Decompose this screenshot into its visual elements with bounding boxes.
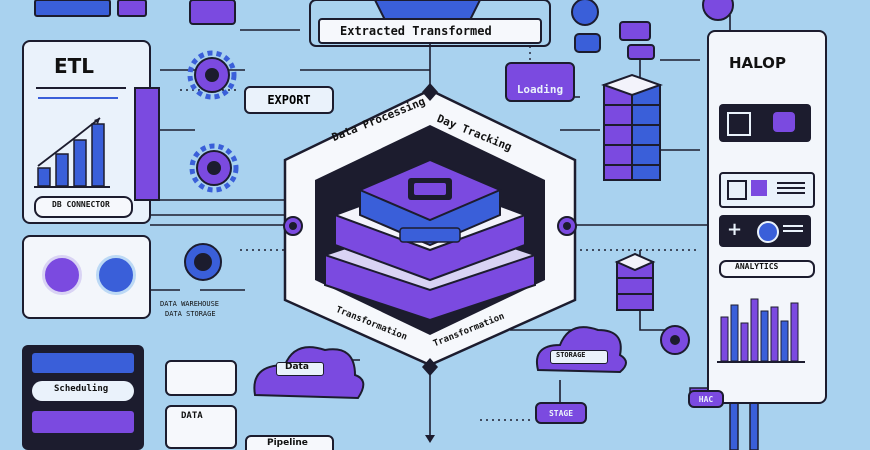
- etl-title: ETL: [54, 54, 95, 78]
- stage-tag-text: STAGE: [548, 408, 574, 418]
- caption-line-2: DATA STORAGE: [165, 310, 216, 318]
- pipeline-label: Pipeline: [267, 438, 308, 448]
- dual-icon-panel: [22, 235, 151, 319]
- scheduling-label: Scheduling: [54, 384, 109, 394]
- blue-dot-icon: [96, 255, 136, 295]
- export-button[interactable]: EXPORT: [244, 86, 334, 114]
- scheduling-pill: Scheduling: [32, 381, 134, 401]
- stage-tag: STAGE: [535, 402, 587, 424]
- cloud-right-text: STORAGE: [556, 351, 586, 359]
- caption-line-1: DATA WAREHOUSE: [160, 300, 220, 308]
- dial-icon: [757, 221, 779, 243]
- etl-rule-2: [38, 97, 118, 99]
- halop-list-widget: [719, 172, 815, 208]
- side-connector-nodes: [283, 216, 577, 236]
- loading-box: Loading: [505, 62, 575, 102]
- small-server: [614, 252, 656, 311]
- etl-footer-text: DB CONNECTOR: [52, 200, 110, 209]
- hac-tag: HAC: [688, 390, 724, 408]
- loading-text: Loading: [516, 83, 564, 96]
- cloud-right-tag: STORAGE: [550, 350, 608, 364]
- top-purple-box: [189, 0, 236, 25]
- halop-row-pill: ANALYTICS: [719, 260, 815, 278]
- left-bottom-stack: Scheduling: [22, 345, 144, 450]
- etl-panel: ETL DB CONNECTOR: [22, 40, 160, 224]
- disc-icon: [184, 243, 222, 281]
- central-stack: [321, 158, 539, 322]
- etl-footer-pill: DB CONNECTOR: [34, 196, 133, 218]
- small-box-label: DATA: [181, 411, 203, 421]
- export-label: EXPORT: [267, 93, 311, 107]
- small-box-bottom: DATA: [165, 405, 237, 449]
- halop-bar-chart: [717, 298, 805, 363]
- pipeline-box: Pipeline: [245, 435, 334, 450]
- cloud-left-text: Data: [285, 362, 309, 372]
- gear-icon-top: [187, 50, 237, 100]
- top-right-shapes: [571, 0, 734, 60]
- halop-title: HALOP: [729, 54, 786, 72]
- cloud-left-tag: Data: [276, 362, 324, 376]
- halop-panel: HALOP + ANALYTICS: [707, 30, 827, 404]
- etl-side-bar: [134, 87, 160, 201]
- hexagon-nodes: [422, 83, 438, 443]
- halop-control-widget: +: [719, 215, 811, 247]
- top-left-screen-icon: [34, 0, 147, 17]
- top-banner-text: Extracted Transformed: [340, 24, 492, 38]
- etl-rule: [36, 87, 126, 89]
- round-sensor-icon: [660, 325, 690, 355]
- hac-tag-text: HAC: [698, 394, 714, 404]
- halop-row-label: ANALYTICS: [735, 262, 779, 271]
- plus-icon: +: [727, 219, 743, 240]
- purple-dot-icon: [42, 255, 82, 295]
- halop-dark-widget: [719, 104, 811, 142]
- gear-icon-bottom: [189, 143, 239, 193]
- etl-bar-chart: [34, 117, 110, 188]
- server-tower: [601, 73, 663, 181]
- top-banner: Extracted Transformed: [318, 18, 542, 44]
- small-box-top: [165, 360, 237, 396]
